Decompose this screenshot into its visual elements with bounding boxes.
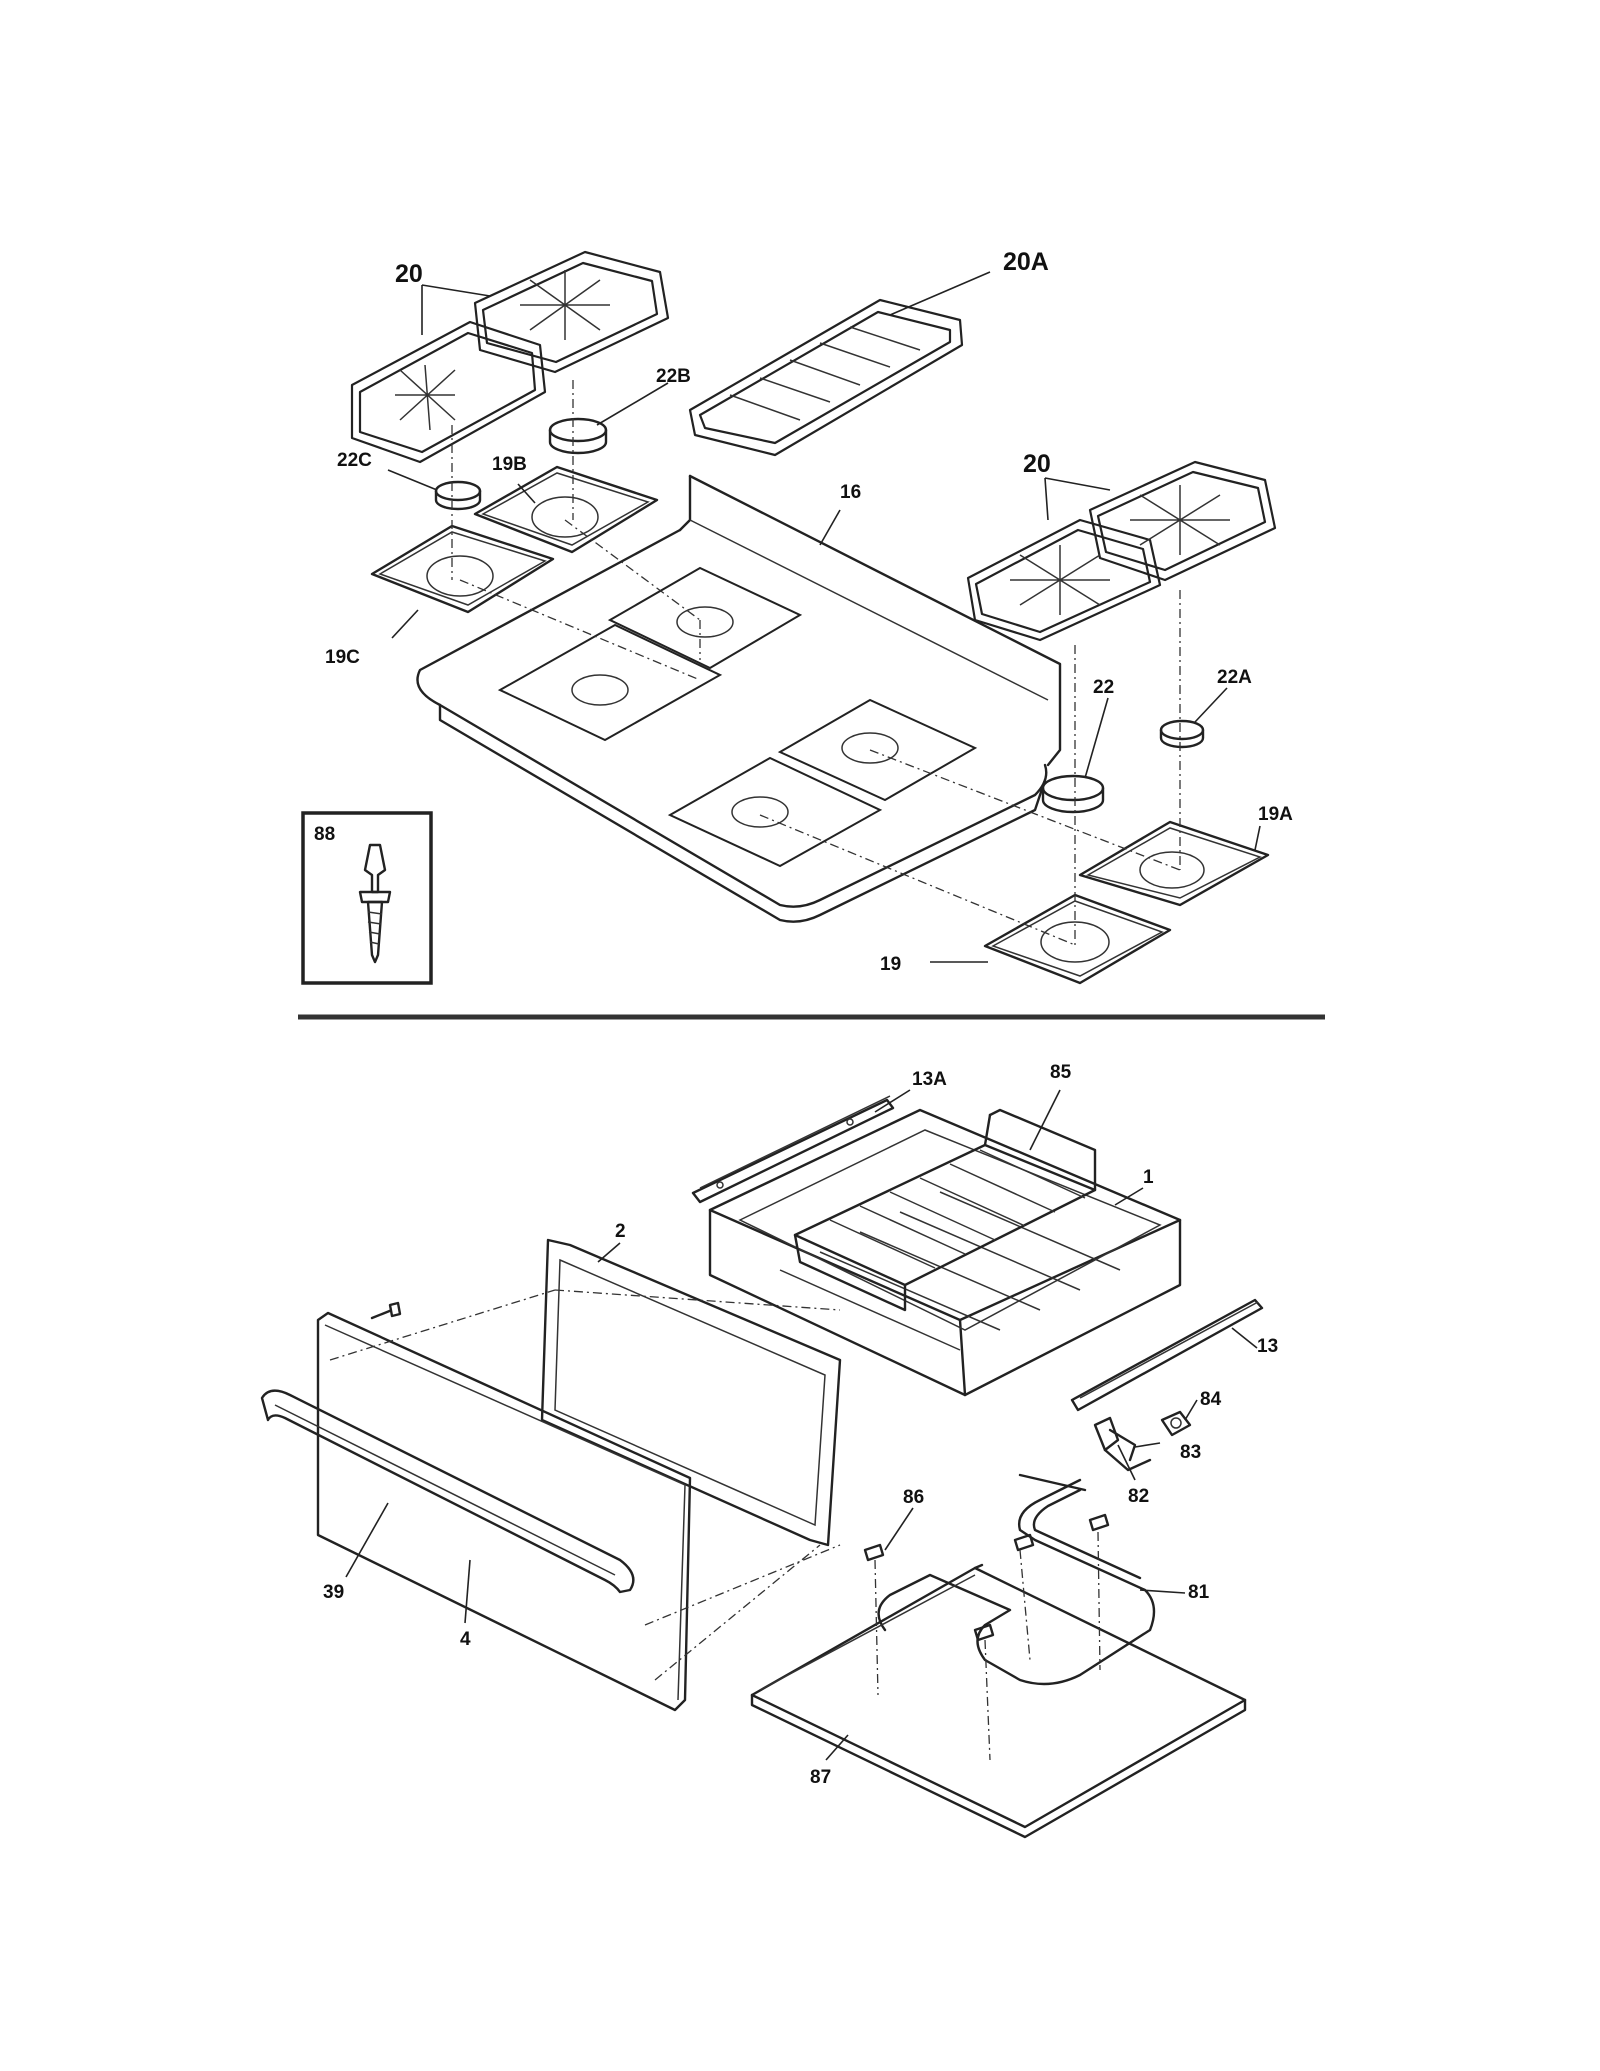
assembly-lines-bottom [329,1289,1101,1761]
label-13a: 13A [912,1069,947,1090]
grate-center [688,298,964,457]
label-19a: 19A [1258,804,1293,825]
pan-19b [473,465,659,554]
pan-19a [1078,820,1270,907]
bracket-82 [1093,1416,1152,1472]
label-20-left: 20 [395,260,423,288]
drawer-frame-2 [540,1238,842,1547]
cap-22a [1159,719,1205,749]
label-19b: 19B [492,454,527,475]
label-86: 86 [903,1487,924,1508]
label-22: 22 [1093,677,1114,698]
label-1: 1 [1143,1167,1154,1188]
pan-19c [370,524,555,614]
screw-88-inset [301,811,433,985]
leaders-top [387,271,1261,963]
grate-right-pair [966,460,1277,642]
slide-13 [1070,1298,1264,1412]
label-2: 2 [615,1221,626,1242]
label-22b: 22B [656,366,691,387]
label-87: 87 [810,1767,831,1788]
label-4: 4 [460,1629,471,1650]
grate-left-pair [350,250,670,464]
part-84 [1160,1410,1192,1437]
label-88: 88 [314,824,335,845]
label-16: 16 [840,482,861,503]
drawer-panel-4 [316,1311,692,1712]
label-13: 13 [1257,1336,1278,1357]
cap-22 [1041,774,1105,814]
label-19: 19 [880,954,901,975]
drawer-screw [370,1301,402,1320]
bottom-panel-87 [750,1563,1247,1839]
part-83 [1108,1428,1137,1462]
clip-86 [863,1513,1110,1642]
bake-element-81 [877,1473,1156,1686]
pan-19 [983,893,1172,985]
label-83: 83 [1180,1442,1201,1463]
cap-22b [548,417,608,455]
label-22c: 22C [337,450,372,471]
label-39: 39 [323,1582,344,1603]
leaders-bottom [345,1089,1258,1761]
label-20-right: 20 [1023,450,1051,478]
cap-22c [434,480,482,511]
label-82: 82 [1128,1486,1149,1507]
label-81: 81 [1188,1582,1210,1603]
assembly-lines-top [451,380,1181,946]
label-85: 85 [1050,1062,1072,1083]
label-19c: 19C [325,647,360,668]
label-22a: 22A [1217,667,1252,688]
cooktop-16 [416,474,1062,923]
rack-85 [793,1108,1097,1312]
label-20a: 20A [1003,248,1049,276]
label-84: 84 [1200,1389,1222,1410]
handle-39 [260,1389,635,1594]
drawer-body-1 [708,1108,1182,1397]
slide-13a [691,1095,895,1204]
